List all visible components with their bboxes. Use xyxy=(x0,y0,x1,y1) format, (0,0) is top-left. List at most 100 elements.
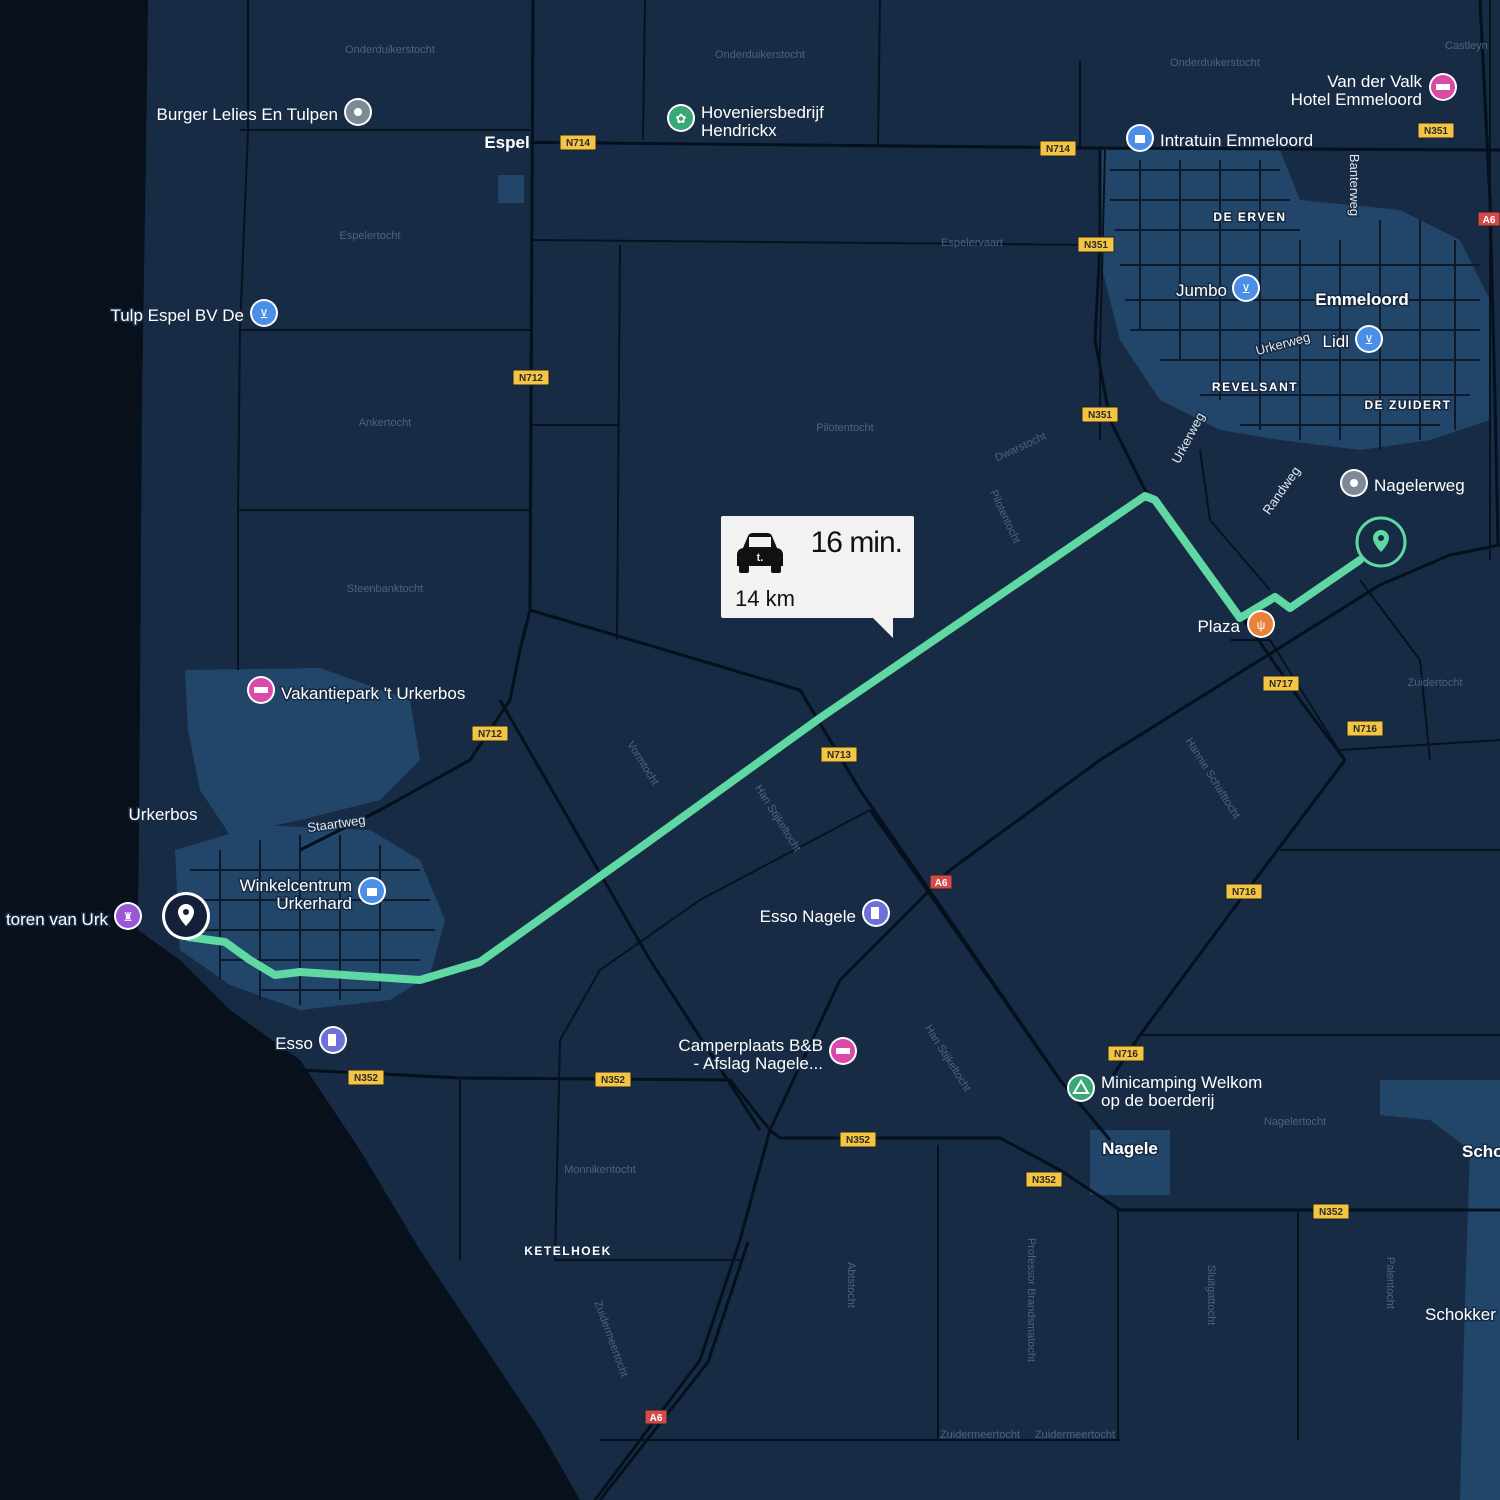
shield-n352: N352 xyxy=(1025,1171,1063,1188)
svg-text:Minicamping Welkom: Minicamping Welkom xyxy=(1101,1073,1262,1092)
poi-nagelerweg[interactable]: Nagelerweg xyxy=(1340,469,1466,497)
road-shields: N714 N714 N351 N351 N351 N712 N712 N713 … xyxy=(347,122,1500,1425)
svg-text:Hendrickx: Hendrickx xyxy=(701,121,777,140)
poi-van-der-valk[interactable]: Van der Valk Hotel Emmeloord xyxy=(1289,71,1457,111)
svg-text:Hoveniersbedrijf: Hoveniersbedrijf xyxy=(701,103,824,122)
svg-text:Onderduikerstocht: Onderduikerstocht xyxy=(345,44,435,56)
svg-text:Espelervaart: Espelervaart xyxy=(941,237,1003,249)
svg-text:N717: N717 xyxy=(1269,679,1293,690)
poi-camperplaats[interactable]: Camperplaats B&B - Afslag Nagele... xyxy=(677,1035,857,1075)
poi-vuurtoren[interactable]: toren van Urk ♜ xyxy=(4,902,142,931)
svg-text:Nagelerweg: Nagelerweg xyxy=(1374,476,1465,495)
svg-text:Lidl: Lidl xyxy=(1323,332,1349,351)
svg-text:A6: A6 xyxy=(650,1413,663,1424)
bed-icon xyxy=(1436,84,1450,90)
svg-text:Plaza: Plaza xyxy=(1197,617,1240,636)
svg-text:op de boerderij: op de boerderij xyxy=(1101,1091,1214,1110)
bed-icon xyxy=(836,1048,850,1054)
poi-esso[interactable]: Esso xyxy=(274,1026,347,1055)
route-end-marker[interactable] xyxy=(1355,516,1407,568)
shopping-cart-icon: ⊻ xyxy=(260,307,269,321)
fuel-pump-icon xyxy=(871,907,879,919)
svg-text:Sluitgattocht: Sluitgattocht xyxy=(1205,1265,1217,1326)
poi-winkelcentrum[interactable]: Winkelcentrum Urkerhard xyxy=(238,875,386,915)
restaurant-icon: ψ xyxy=(1257,618,1266,632)
poi-burger-lelies[interactable]: Burger Lelies En Tulpen xyxy=(155,98,372,126)
shield-a6: A6 xyxy=(644,1409,668,1425)
svg-text:DE ERVEN: DE ERVEN xyxy=(1213,210,1286,224)
svg-text:KETELHOEK: KETELHOEK xyxy=(524,1244,612,1258)
shopping-bag-icon xyxy=(367,888,377,896)
pin-icon xyxy=(1350,479,1358,487)
svg-text:Winkelcentrum: Winkelcentrum xyxy=(240,876,352,895)
shield-n714: N714 xyxy=(559,134,597,151)
place-espel: Espel xyxy=(484,133,529,152)
svg-text:Onderduikerstocht: Onderduikerstocht xyxy=(1170,57,1260,69)
flower-icon: ✿ xyxy=(676,111,687,126)
shield-a6: A6 xyxy=(929,874,953,890)
water-ijsselmeer xyxy=(0,0,580,1500)
svg-text:Van der Valk: Van der Valk xyxy=(1327,72,1422,91)
svg-text:Intratuin Emmeloord: Intratuin Emmeloord xyxy=(1160,131,1313,150)
shopping-cart-icon: ⊻ xyxy=(1365,333,1374,347)
svg-text:N713: N713 xyxy=(827,750,851,761)
car-icon: t. xyxy=(737,533,783,573)
svg-text:N351: N351 xyxy=(1088,410,1112,421)
poi-vakantiepark[interactable]: Vakantiepark 't Urkerbos xyxy=(247,676,467,705)
poi-plaza[interactable]: Plaza ψ xyxy=(1196,610,1275,638)
svg-text:Camperplaats B&B: Camperplaats B&B xyxy=(678,1036,823,1055)
svg-text:N714: N714 xyxy=(566,138,590,149)
pin-icon xyxy=(354,108,362,116)
svg-text:Zuidertocht: Zuidertocht xyxy=(1407,677,1462,689)
svg-text:Palentocht: Palentocht xyxy=(1384,1257,1396,1309)
shield-n714: N714 xyxy=(1039,140,1077,157)
place-schokkerhaven: Schokker xyxy=(1425,1305,1496,1324)
tent-icon xyxy=(1072,1079,1090,1094)
svg-text:N716: N716 xyxy=(1232,887,1256,898)
place-nagele: Nagele xyxy=(1102,1139,1158,1158)
svg-text:N352: N352 xyxy=(354,1073,378,1084)
svg-text:Abtstocht: Abtstocht xyxy=(845,1262,857,1308)
place-schokland: Scho xyxy=(1462,1142,1500,1161)
poi-esso-nagele[interactable]: Esso Nagele xyxy=(758,899,890,928)
svg-text:A6: A6 xyxy=(1483,215,1496,226)
place-urkerbos: Urkerbos xyxy=(129,805,198,824)
shield-n351: N351 xyxy=(1417,122,1455,139)
poi-jumbo[interactable]: Jumbo ⊻ xyxy=(1174,274,1260,302)
route-duration: 16 min. xyxy=(810,526,903,559)
route-start-marker[interactable] xyxy=(162,892,210,940)
svg-text:Espelertocht: Espelertocht xyxy=(339,230,400,242)
shield-n352: N352 xyxy=(839,1131,877,1148)
poi-intratuin[interactable]: Intratuin Emmeloord xyxy=(1126,124,1315,152)
svg-text:N352: N352 xyxy=(601,1075,625,1086)
shield-n713: N713 xyxy=(820,746,858,763)
bed-icon xyxy=(254,687,268,693)
svg-text:t.: t. xyxy=(757,552,764,564)
svg-text:N351: N351 xyxy=(1084,240,1108,251)
poi-minicamping[interactable]: Minicamping Welkom op de boerderij xyxy=(1067,1072,1264,1112)
svg-text:N716: N716 xyxy=(1353,724,1377,735)
route-line xyxy=(184,492,1364,984)
landmark-icon: ♜ xyxy=(123,910,134,924)
svg-text:Nagelertocht: Nagelertocht xyxy=(1264,1116,1326,1128)
svg-text:DE ZUIDERT: DE ZUIDERT xyxy=(1365,398,1452,412)
poi-hoveniersbedrijf[interactable]: ✿ Hoveniersbedrijf Hendrickx xyxy=(667,102,826,142)
shield-n352: N352 xyxy=(1312,1203,1350,1220)
svg-text:Esso: Esso xyxy=(275,1034,313,1053)
shield-a6: A6 xyxy=(1477,211,1500,227)
route-distance: 14 km xyxy=(735,586,795,611)
svg-text:Pilotentocht: Pilotentocht xyxy=(816,422,873,434)
shield-n716: N716 xyxy=(1225,883,1263,900)
poi-lidl[interactable]: Lidl ⊻ xyxy=(1321,325,1383,353)
svg-text:N352: N352 xyxy=(1319,1207,1343,1218)
route-info-callout[interactable]: t. 16 min. 14 km xyxy=(721,516,914,638)
svg-text:Vakantiepark 't Urkerbos: Vakantiepark 't Urkerbos xyxy=(281,684,465,703)
svg-text:N351: N351 xyxy=(1424,126,1448,137)
svg-text:Banterweg: Banterweg xyxy=(1347,154,1362,216)
shield-n712: N712 xyxy=(471,725,509,742)
svg-text:A6: A6 xyxy=(935,878,948,889)
poi-tulp-espel[interactable]: Tulp Espel BV De ⊻ xyxy=(109,299,278,327)
svg-text:toren van Urk: toren van Urk xyxy=(6,910,109,929)
svg-text:N352: N352 xyxy=(846,1135,870,1146)
